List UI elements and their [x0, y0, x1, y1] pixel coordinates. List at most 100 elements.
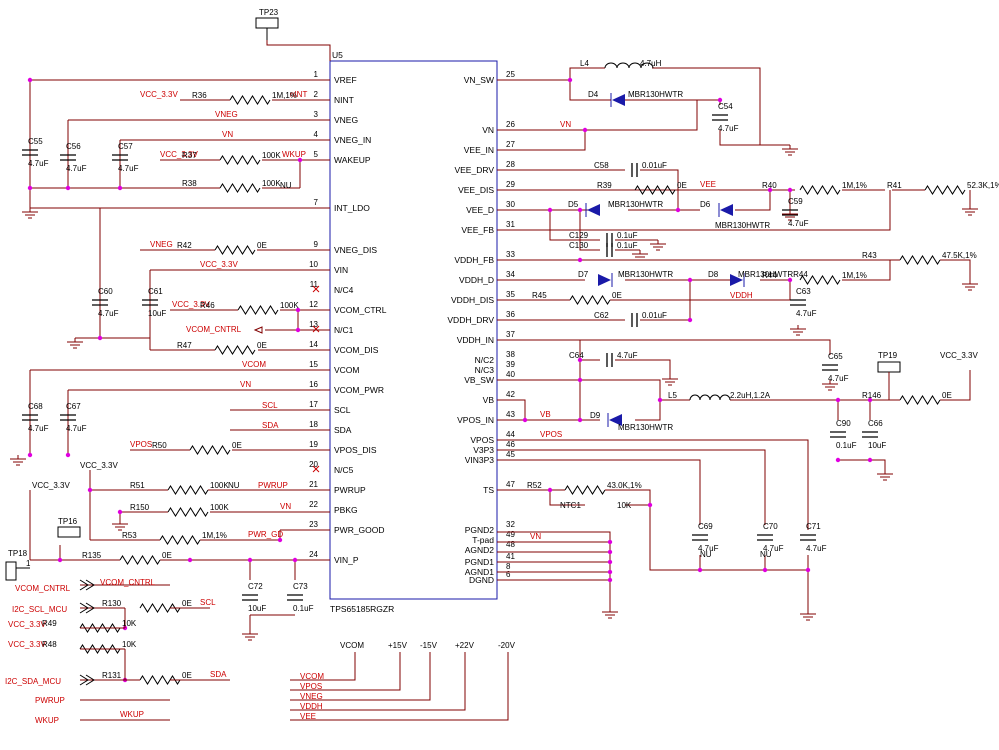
net-vn-tpad: VN — [530, 532, 541, 541]
resistor-value: 0E — [182, 599, 192, 608]
capacitor-c90 — [830, 431, 846, 438]
resistor-r52 — [564, 485, 606, 495]
ground-symbol — [790, 325, 806, 336]
net-scl: SCL — [262, 401, 278, 410]
pin-number: 30 — [506, 200, 515, 209]
d8-part: MBR130HWTRR44 — [738, 270, 808, 279]
net-vcc-r37: VCC_3.3V — [160, 150, 198, 159]
pin-20: 20N/C5 — [309, 460, 354, 475]
rail-p22: +22V — [455, 641, 475, 650]
pin-number: 20 — [309, 460, 318, 469]
pin-number: 36 — [506, 310, 515, 319]
ground-symbol — [962, 280, 978, 291]
resistor-ref: R135 — [82, 551, 102, 560]
nc-mark — [312, 285, 320, 293]
nu-c70: NU — [760, 550, 772, 559]
resistor-value: 1M,1% — [272, 91, 297, 100]
diode-symbols — [585, 93, 745, 427]
net-vcom: VCOM — [242, 360, 266, 369]
junction-dot — [867, 397, 873, 403]
capacitor-c130 — [606, 243, 613, 257]
resistor-ref: R47 — [177, 341, 192, 350]
d5-part: MBR130HWTR — [608, 200, 663, 209]
d4-ref: D4 — [588, 90, 599, 99]
pin-number: 15 — [309, 360, 318, 369]
net-vee: VEE — [700, 180, 716, 189]
junction-dot — [277, 537, 283, 543]
resistor-value: 0E — [182, 671, 192, 680]
capacitor-ref: C129 — [569, 231, 589, 240]
resistor-value: 10K — [122, 640, 137, 649]
net-vn-26: VN — [560, 120, 571, 129]
capacitor-c70 — [757, 534, 773, 541]
ic-ref: U5 — [332, 50, 343, 60]
capacitor-c129 — [606, 233, 613, 247]
nu-c69: NU — [700, 550, 712, 559]
ground-symbol — [782, 210, 798, 221]
junction-dot — [582, 127, 588, 133]
resistor-value: 0E — [677, 181, 687, 190]
resistor-r36 — [229, 95, 271, 105]
resistor-value: 100K — [210, 503, 229, 512]
tp23-label: TP23 — [259, 8, 279, 17]
pin-name: DGND — [469, 575, 494, 585]
capacitor-ref: C67 — [66, 402, 81, 411]
ground-symbol — [242, 630, 258, 641]
capacitor-value: 4.7uF — [796, 309, 817, 318]
testpoint-tp16 — [57, 526, 81, 538]
junction-dot — [295, 307, 301, 313]
ground-symbol — [602, 608, 618, 619]
junction-dot — [292, 557, 298, 563]
junction-dot — [577, 377, 583, 383]
pin-number: 7 — [314, 198, 319, 207]
capacitor-ref: C60 — [98, 287, 113, 296]
resistor-r150 — [167, 507, 209, 517]
capacitor-ref: C64 — [569, 351, 584, 360]
junction-dot — [607, 569, 613, 575]
capacitor-c69 — [692, 534, 708, 541]
net-vcc-vin: VCC_3.3V — [200, 260, 238, 269]
resistor-r135 — [119, 555, 161, 565]
conn-i2c-sda: I2C_SDA_MCU — [5, 677, 61, 686]
resistor-value: 0E — [612, 291, 622, 300]
pin-name: VN_SW — [464, 75, 494, 85]
capacitor-value: 4.7uF — [28, 424, 49, 433]
left-wiring — [29, 79, 330, 630]
capacitor-ref: C66 — [868, 419, 883, 428]
junction-dot — [687, 277, 693, 283]
testpoint-tp23 — [255, 17, 331, 61]
capacitor-value: 4.7uF — [617, 351, 638, 360]
net-vpos-19: VPOS — [130, 440, 152, 449]
d9-ref: D9 — [590, 411, 601, 420]
capacitor-c66 — [862, 431, 878, 438]
resistor-r37 — [219, 155, 261, 165]
resistor-r39 — [634, 185, 676, 195]
resistor-r38 — [219, 183, 261, 193]
junction-dot — [607, 549, 613, 555]
junction-dot — [547, 207, 553, 213]
resistor-ref: R46 — [200, 301, 215, 310]
pin-number: 33 — [506, 250, 515, 259]
resistor-ref: R38 — [182, 179, 197, 188]
junction-dot — [117, 185, 123, 191]
junction-dot — [675, 207, 681, 213]
pin-name: T-pad — [472, 535, 494, 545]
capacitor-ref: C130 — [569, 241, 589, 250]
pin-name: AGND1 — [465, 567, 495, 577]
net-wkup: WKUP — [282, 150, 306, 159]
capacitor-value: 4.7uF — [698, 544, 719, 553]
mcu-connectors — [79, 326, 263, 721]
resistor-value: 100K — [210, 481, 229, 490]
